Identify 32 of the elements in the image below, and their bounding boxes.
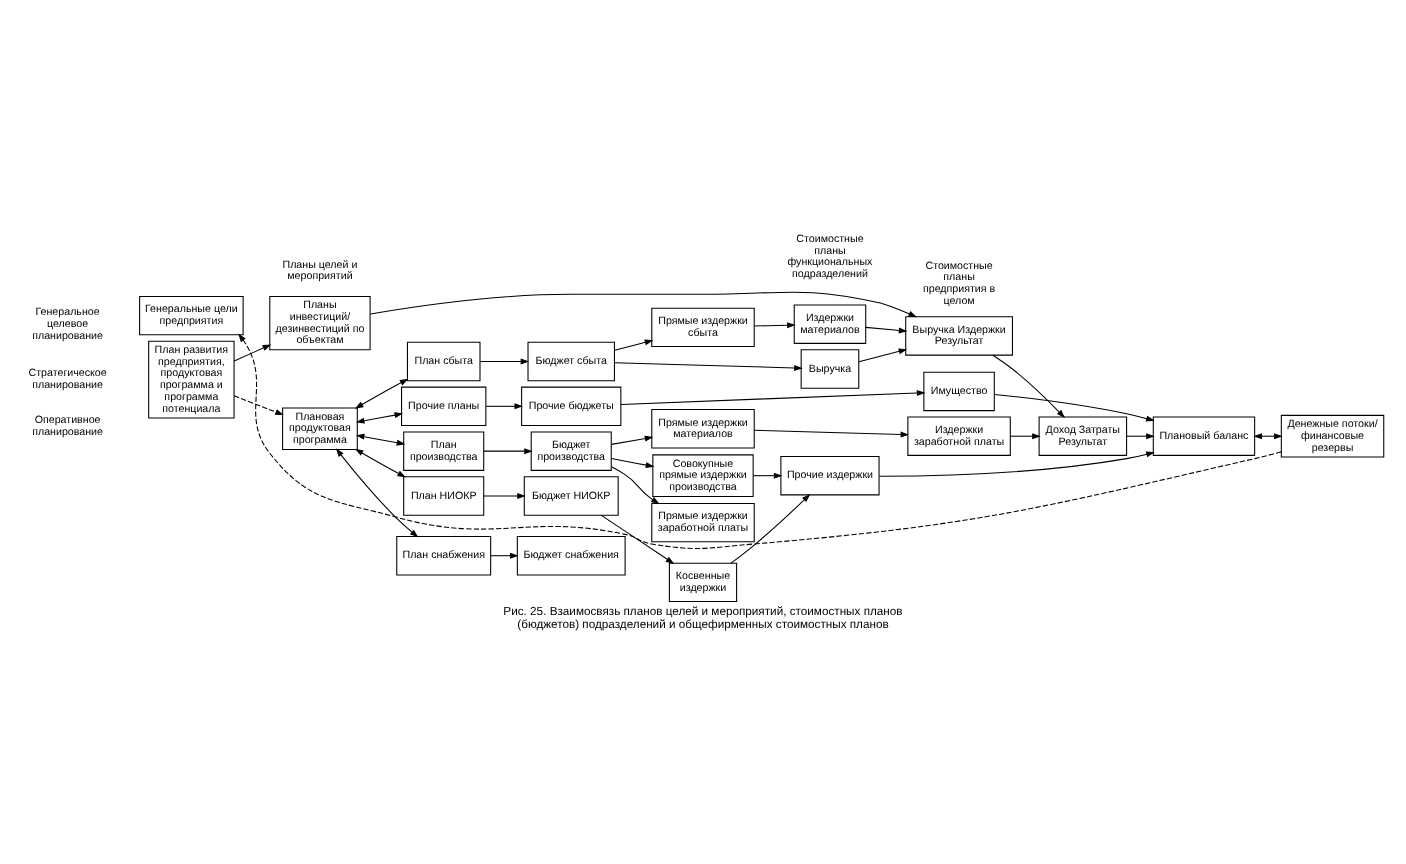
arrow <box>355 411 404 423</box>
arrow <box>730 493 811 563</box>
arrow <box>614 338 654 350</box>
arrow <box>1009 432 1041 439</box>
arrow <box>233 343 272 361</box>
arrow <box>233 394 284 415</box>
arrow <box>354 377 409 408</box>
arrow <box>753 428 910 437</box>
arrow <box>611 434 654 444</box>
arrow <box>479 357 530 364</box>
arrow <box>483 491 526 498</box>
arrow <box>611 457 655 468</box>
arrow <box>614 361 803 370</box>
arrow <box>1126 432 1155 439</box>
arrow <box>753 321 796 328</box>
arrow <box>858 347 908 362</box>
arrow <box>483 447 533 454</box>
arrow <box>620 389 926 404</box>
arrow <box>752 471 783 478</box>
arrow <box>992 353 1066 417</box>
arrow <box>238 332 1282 548</box>
arrow <box>354 447 406 477</box>
arrow <box>600 513 675 563</box>
arrow <box>610 465 660 504</box>
arrow <box>994 392 1155 421</box>
arrow <box>865 325 908 333</box>
arrow <box>369 290 918 317</box>
arrow <box>490 551 519 558</box>
arrow <box>485 402 523 409</box>
arrow <box>355 432 406 445</box>
arrow <box>879 450 1155 476</box>
arrow <box>335 447 419 537</box>
